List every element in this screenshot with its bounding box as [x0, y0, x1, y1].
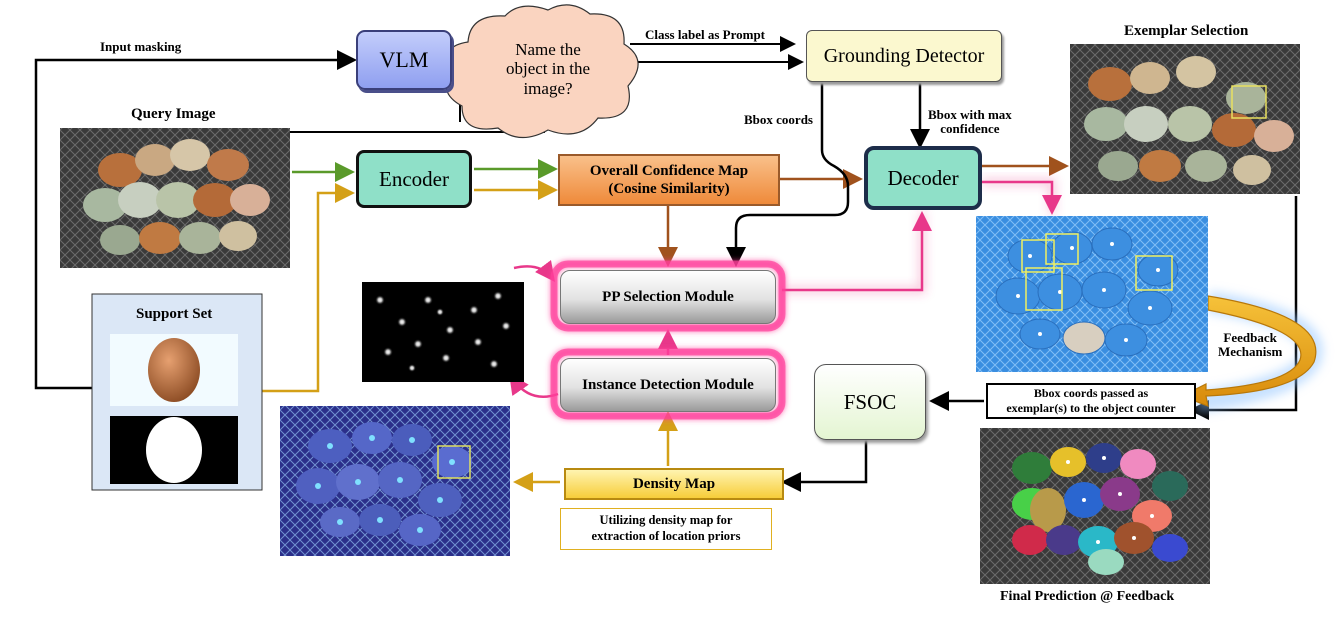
query-image: [60, 128, 290, 268]
confidence-heatmap-image: [362, 282, 524, 382]
overall-confidence-map-label: Overall Confidence Map (Cosine Similarit…: [589, 163, 749, 197]
arrow-heatmap-pp: [513, 260, 556, 282]
grounding-detector-module: Grounding Detector: [806, 30, 1002, 82]
input-masking-label: Input masking: [100, 39, 182, 54]
decoder-module: Decoder: [864, 146, 982, 210]
arrow-decoder-blue: [982, 180, 1062, 215]
arrow-support-encoder: [262, 183, 355, 393]
exemplar-selection-title: Exemplar Selection: [1124, 23, 1249, 39]
instance-detection-label: Instance Detection Module: [582, 376, 754, 393]
arrow-bbox-coords: [726, 82, 850, 267]
density-overlay-image: [280, 406, 510, 556]
support-set-title: Support Set: [136, 306, 213, 322]
decoder-prediction-image: [976, 216, 1208, 372]
bbox-passed-box: Bbox coords passed as exemplar(s) to the…: [986, 383, 1196, 419]
density-note: Utilizing density map for extraction of …: [560, 508, 772, 550]
bbox-coords-label: Bbox coords: [744, 112, 813, 127]
pp-selection-module: PP Selection Module: [560, 270, 776, 324]
support-egg-image: [148, 338, 200, 402]
vlm-label: VLM: [379, 47, 429, 72]
bbox-max-confidence-label: Bbox with max confidence: [928, 107, 1012, 137]
density-note-label: Utilizing density map for extraction of …: [591, 513, 741, 543]
bbox-passed-label: Bbox coords passed as exemplar(s) to the…: [1006, 386, 1176, 415]
pp-selection-label: PP Selection Module: [602, 288, 734, 305]
feedback-mechanism-label: Feedback Mechanism: [1218, 330, 1283, 360]
arrow-pp-decoder: [782, 211, 932, 292]
arrow-fsoc-density: [781, 440, 868, 492]
encoder-label: Encoder: [379, 166, 449, 191]
final-prediction-title: Final Prediction @ Feedback: [1000, 589, 1175, 604]
grounding-detector-label: Grounding Detector: [823, 44, 985, 67]
fsoc-module: FSOC: [814, 364, 926, 440]
class-label-prompt-label: Class label as Prompt: [645, 27, 766, 42]
exemplar-selection-image: [1070, 44, 1300, 194]
arrow-input-masking: [34, 50, 357, 390]
density-map-label: Density Map: [632, 475, 716, 492]
density-map-module: Density Map: [564, 468, 784, 500]
final-prediction-image: [980, 428, 1210, 584]
prompt-cloud: [445, 4, 639, 139]
decoder-label: Decoder: [887, 165, 959, 190]
prompt-cloud-label: Name the object in the image?: [505, 39, 591, 98]
encoder-module: Encoder: [356, 150, 472, 208]
fsoc-label: FSOC: [843, 389, 897, 414]
prompt-cloud-text: Name the object in the image?: [478, 20, 618, 118]
arrow-exemplar-bbox: [1189, 196, 1298, 420]
vlm-module: VLM: [356, 30, 452, 90]
instance-detection-module: Instance Detection Module: [560, 358, 776, 412]
overall-confidence-map-module: Overall Confidence Map (Cosine Similarit…: [558, 154, 780, 206]
query-image-title: Query Image: [131, 106, 216, 122]
support-set-panel: [91, 293, 263, 491]
